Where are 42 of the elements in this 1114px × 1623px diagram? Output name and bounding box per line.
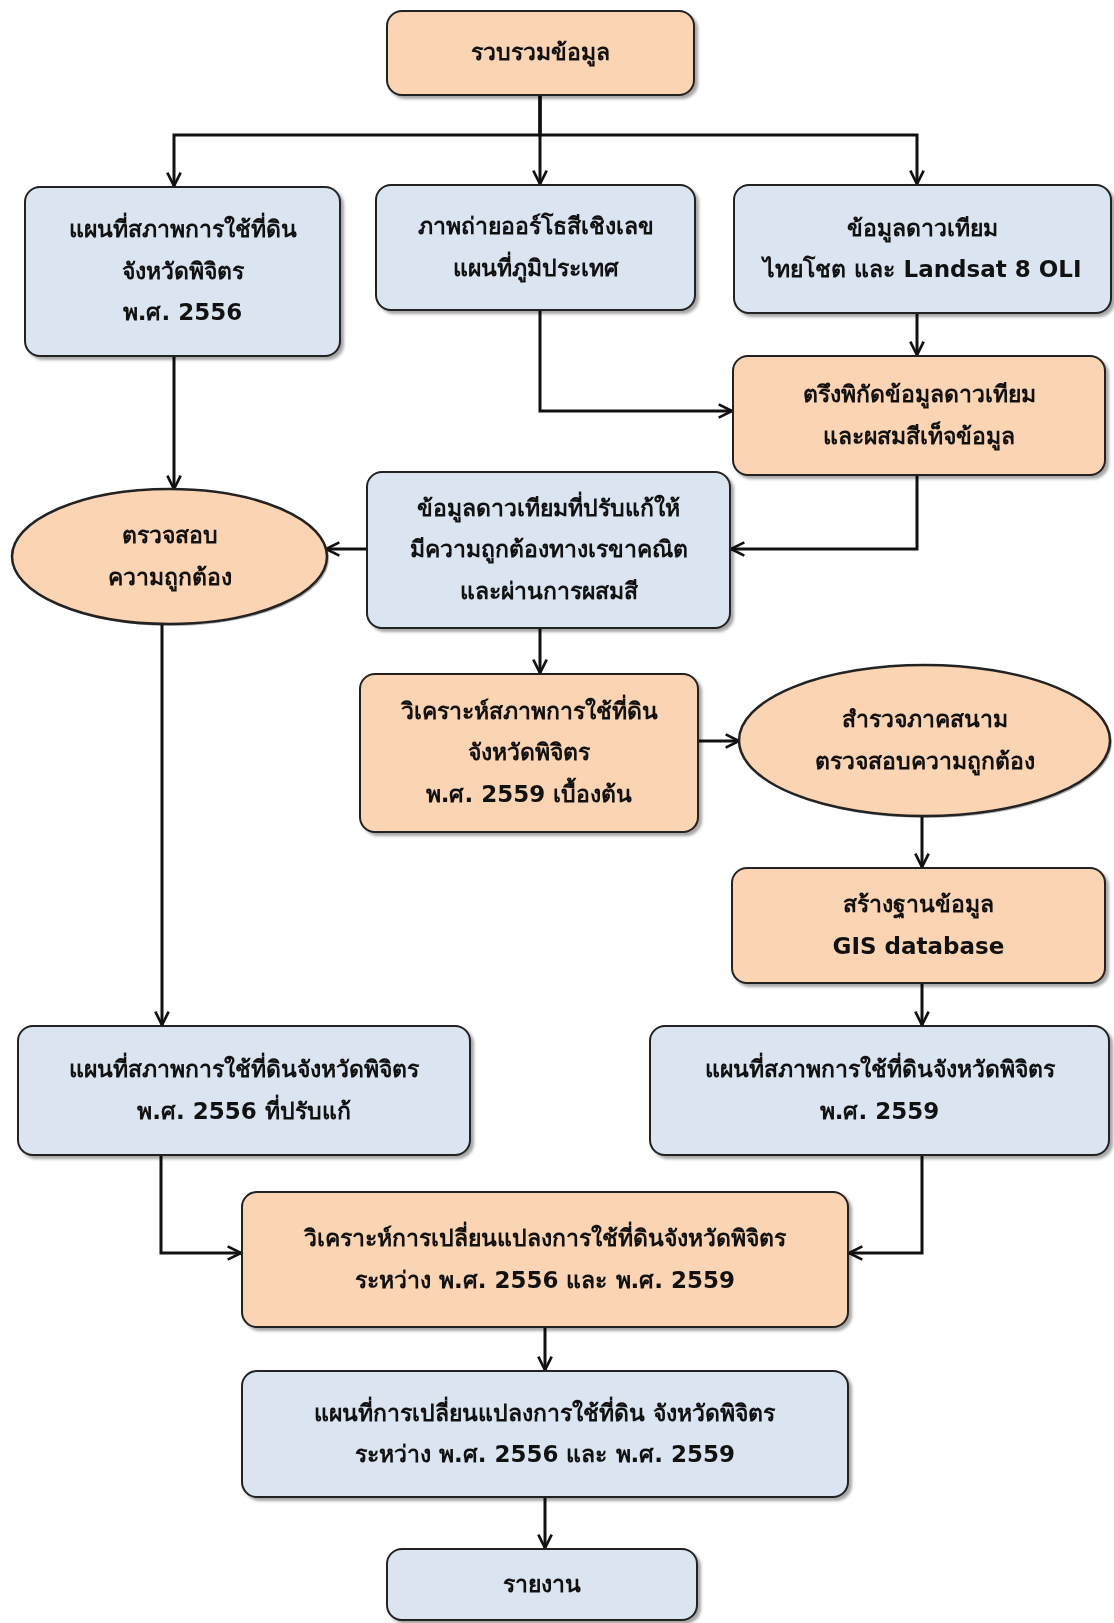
arrow [847,1156,924,1261]
process-box [375,184,696,311]
arrow [532,629,548,675]
arrow [914,984,930,1027]
node-label: รายงาน [503,1569,581,1599]
arrow [909,314,925,357]
node-label: แผนที่การเปลี่ยนแปลงการใช้ที่ดิน จังหวัดพิจิตร ระหว่าง พ.ศ. 2556 และ พ.ศ. 2559 [314,1392,776,1476]
process-box [731,867,1106,984]
arrow [537,1328,553,1372]
process-box [386,10,695,96]
process-box [386,1548,698,1621]
process-box [17,1025,471,1156]
process-box [366,471,731,629]
process-box [359,673,699,833]
node-label: แผนที่สภาพการใช้ที่ดินจังหวัดพิจิตร พ.ศ. 2559 [704,1049,1055,1132]
process-box [649,1025,1110,1156]
node-label: สร้างฐานข้อมูล GIS database [832,890,1005,961]
process-box [733,184,1112,314]
arrow [914,816,930,869]
process-box [241,1370,849,1498]
arrow [537,1498,553,1550]
arrow [729,476,919,557]
arrow [538,96,925,186]
node-label: แผนที่สภาพการใช้ที่ดินจังหวัดพิจิตร พ.ศ. 2556 ที่ปรับแก้ [69,1049,419,1132]
arrow [538,311,734,419]
node-label: รวบรวมข้อมูล [471,38,610,69]
process-ellipse [10,487,329,626]
arrow [159,1156,243,1261]
node-label: ตรวจสอบ ความถูกต้อง [107,521,232,594]
node-label: สำรวจภาคสนาม ตรวจสอบความถูกต้อง [814,705,1035,778]
node-label: ภาพถ่ายออร์โธสีเชิงเลข แผนที่ภูมิประเทศ [417,211,654,285]
node-label: วิเคราะห์การเปลี่ยนแปลงการใช้ที่ดินจังหวัดพิจิตร ระหว่าง พ.ศ. 2556 และ พ.ศ. 2559 [304,1218,786,1301]
node-label: แผนที่สภาพการใช้ที่ดิน จังหวัดพิจิตร พ.ศ. 2556 [68,209,297,334]
node-label: ข้อมูลดาวเทียมที่ปรับแก้ให้ มีความถูกต้องทางเรขาคณิต และผ่านการผสมสี [409,487,688,613]
process-box [24,186,341,357]
process-box [241,1191,849,1328]
arrow [154,623,170,1027]
node-label: ตรึงพิกัดข้อมูลดาวเทียม และผสมสีเท็จข้อมูล [802,380,1036,453]
process-box [732,355,1106,476]
node-label: ข้อมูลดาวเทียม ไทยโชต และ Landsat 8 OLI [763,213,1082,284]
process-ellipse [737,663,1112,818]
node-label: วิเคราะห์สภาพการใช้ที่ดิน จังหวัดพิจิตร พ.ศ. 2559 เบื้องต้น [400,690,658,816]
